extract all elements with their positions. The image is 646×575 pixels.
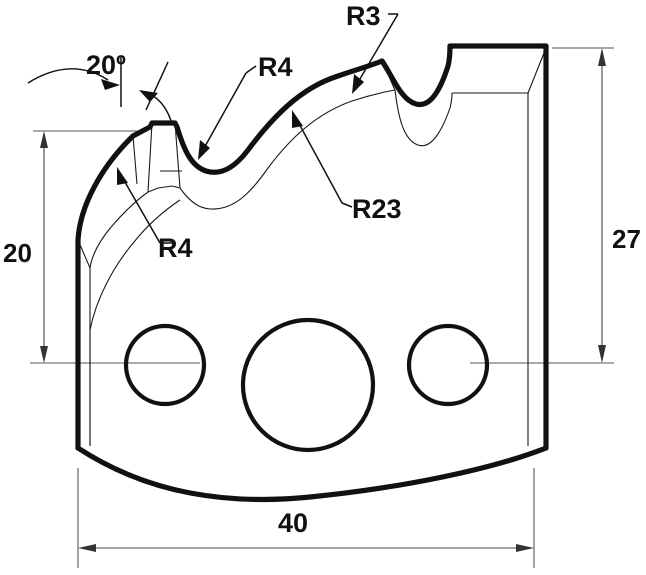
dimension-arrow-20-down — [40, 346, 48, 363]
hole-left — [123, 323, 207, 407]
angle-leader-left — [27, 68, 109, 84]
dimension-label-left-height: 20 — [3, 238, 32, 268]
construction-r23-backface — [179, 89, 396, 210]
outline-r3-valley — [379, 43, 453, 108]
radius-label-r4-left: R4 — [158, 233, 193, 263]
outline-right-chamfer — [527, 47, 547, 94]
outline-bottom-curve — [75, 445, 549, 503]
radius-label-r3: R3 — [346, 1, 381, 31]
dimension-arrow-40-left — [78, 544, 96, 552]
leader-r23 — [296, 119, 343, 204]
dimension-arrow-20-up — [40, 131, 48, 148]
angle-arrow-right — [139, 90, 158, 102]
leader-arrow-r4-top — [198, 140, 210, 160]
dimension-label-right-height: 27 — [612, 224, 641, 254]
angle-leader-right — [149, 93, 173, 125]
dimension-label-angle: 20º — [86, 50, 126, 80]
leader-arrow-r23 — [292, 110, 303, 128]
dimension-arrow-40-right — [516, 544, 534, 552]
leader-arrow-r3 — [352, 74, 364, 94]
construction-left-bottom-facet — [77, 239, 91, 269]
construction-notch-backface — [147, 185, 181, 193]
leader-shoulder-r23 — [341, 202, 353, 208]
dimension-arrow-27-up — [598, 48, 606, 66]
construction-r3-peak-facet — [381, 60, 396, 91]
construction-left-backface — [89, 191, 149, 269]
dimension-label-width: 40 — [278, 508, 308, 538]
leader-r3 — [356, 13, 399, 85]
leader-r4-top — [202, 72, 247, 151]
construction-relief-curve — [89, 199, 181, 331]
construction-shoulder-facet — [132, 135, 138, 185]
leader-arrow-r4-left — [117, 167, 128, 185]
radius-label-r23: R23 — [352, 194, 402, 224]
radius-label-r4-top: R4 — [258, 52, 293, 82]
construction-notch-left-facet — [147, 122, 153, 193]
outline-r4-valley-and-r23-sweep — [174, 58, 385, 175]
dimension-arrow-27-down — [598, 345, 606, 363]
outline-notch-tooth — [130, 120, 180, 139]
construction-r3-backface — [394, 89, 453, 147]
angle-rotated-tick — [145, 61, 169, 111]
hole-right — [406, 323, 490, 407]
leader-r4-left — [121, 176, 161, 244]
hole-center — [240, 317, 376, 453]
outline-left-flank — [75, 133, 136, 451]
angle-arrow-left — [101, 79, 120, 90]
leader-shoulder-r4-top — [245, 65, 257, 74]
construction-notch-right-facet — [174, 122, 181, 189]
